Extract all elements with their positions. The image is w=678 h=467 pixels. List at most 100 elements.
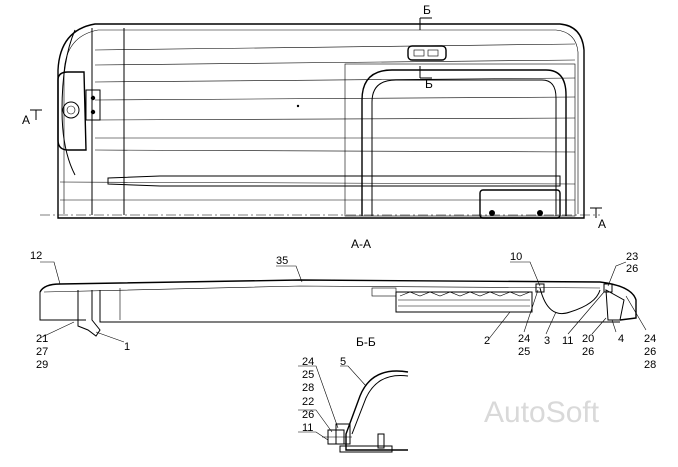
leader-10 bbox=[510, 261, 541, 287]
section-aa-title: А-А bbox=[351, 237, 371, 251]
bracket-tab-bb bbox=[377, 433, 385, 449]
section-b-mid-label: Б bbox=[425, 77, 433, 91]
marker-lamp-lens bbox=[66, 105, 76, 115]
panel-line-7 bbox=[94, 149, 576, 153]
side-moulding bbox=[107, 175, 561, 187]
roof-inner-bb bbox=[351, 374, 409, 435]
lamp-bracket bbox=[85, 89, 101, 121]
callout-23: 23 bbox=[626, 251, 638, 263]
callout-11a: 11 bbox=[562, 335, 573, 347]
callout-24a: 24 bbox=[518, 333, 530, 345]
panel-line-8 bbox=[59, 181, 576, 185]
callout-26d: 26 bbox=[302, 409, 314, 421]
bracket-bolt-2 bbox=[90, 109, 96, 115]
roof-section-bottom bbox=[99, 290, 620, 323]
rear-clamp bbox=[603, 283, 613, 293]
callout-4: 4 bbox=[618, 333, 624, 345]
front-bracket bbox=[77, 290, 101, 337]
leader-1 bbox=[95, 331, 125, 343]
roof-section-top bbox=[39, 279, 637, 321]
callout-1: 1 bbox=[124, 341, 130, 353]
duct-connector bbox=[371, 287, 397, 297]
callout-11b: 11 bbox=[302, 422, 313, 434]
nut-stack-bb bbox=[335, 423, 351, 445]
callout-2: 2 bbox=[484, 335, 490, 347]
leader-20 bbox=[591, 317, 607, 335]
roof-vent-slot-1 bbox=[413, 49, 425, 57]
watermark: AutoSoft bbox=[484, 396, 600, 429]
section-a-left-label: А bbox=[22, 113, 30, 127]
hatch-bolt-2 bbox=[537, 210, 543, 216]
callout-25b: 25 bbox=[302, 369, 314, 381]
panel-line-5 bbox=[94, 117, 576, 121]
callout-20: 20 bbox=[582, 333, 594, 345]
callout-3: 3 bbox=[544, 335, 550, 347]
callout-28a: 28 bbox=[644, 359, 656, 371]
top-view bbox=[30, 17, 602, 219]
leader-35 bbox=[276, 265, 303, 283]
insulation-hatch bbox=[399, 291, 531, 297]
leader-22 bbox=[298, 409, 333, 433]
bracket-plate-bb bbox=[339, 445, 393, 453]
callout-35: 35 bbox=[276, 255, 288, 267]
door-opening bbox=[361, 69, 567, 216]
callout-25a: 25 bbox=[518, 346, 530, 358]
callout-28b: 28 bbox=[302, 382, 314, 394]
leader-24c bbox=[298, 365, 339, 429]
leader-11a bbox=[567, 291, 605, 335]
callout-26c: 26 bbox=[644, 346, 656, 358]
service-hatch bbox=[479, 189, 561, 219]
callout-24b: 24 bbox=[644, 333, 656, 345]
hatch-bolt-1 bbox=[489, 210, 495, 216]
leader-11b bbox=[298, 431, 329, 441]
marker-lamp bbox=[62, 101, 80, 119]
roof-vent bbox=[407, 45, 447, 61]
leader-3 bbox=[545, 311, 557, 335]
callout-24c: 24 bbox=[302, 356, 314, 368]
callout-27: 27 bbox=[36, 346, 48, 358]
callout-12: 12 bbox=[30, 250, 42, 262]
leader-24a bbox=[523, 289, 539, 333]
roof-section-front bbox=[39, 292, 86, 321]
leader-24b bbox=[625, 295, 647, 331]
front-panel-curve bbox=[61, 29, 76, 176]
leader-23 bbox=[607, 261, 627, 287]
leader-2 bbox=[487, 311, 511, 341]
callout-22: 22 bbox=[302, 396, 314, 408]
roof-section-inner bbox=[43, 285, 601, 293]
callout-26b: 26 bbox=[582, 346, 594, 358]
leader-4 bbox=[611, 319, 617, 333]
rear-bracket bbox=[605, 289, 625, 321]
callout-5: 5 bbox=[340, 356, 346, 368]
door-opening-inner bbox=[371, 79, 557, 216]
roof-outline bbox=[57, 23, 585, 219]
callout-26a: 26 bbox=[626, 263, 638, 275]
center-mark bbox=[296, 104, 300, 108]
panel-line-2 bbox=[94, 59, 576, 66]
door-frame-outer bbox=[344, 63, 576, 217]
roof-skin-bb bbox=[345, 370, 409, 451]
section-b-top-label: Б bbox=[423, 3, 431, 17]
panel-line-4 bbox=[94, 96, 576, 101]
roof-vent-slot-2 bbox=[427, 49, 439, 57]
section-aa-view bbox=[39, 261, 647, 343]
callout-29: 29 bbox=[36, 359, 48, 371]
leader-12 bbox=[40, 261, 61, 285]
callout-10: 10 bbox=[510, 251, 522, 263]
panel-line-1 bbox=[94, 43, 576, 51]
marker-lamp-housing bbox=[57, 71, 87, 151]
leader-21 bbox=[39, 321, 75, 339]
bracket-bolt-1 bbox=[90, 95, 96, 101]
leader-5 bbox=[340, 365, 367, 387]
section-bb-title: Б-Б bbox=[356, 335, 376, 349]
insulation-lines bbox=[398, 299, 530, 307]
section-a-right-label: А bbox=[598, 217, 606, 231]
panel-line-3 bbox=[94, 77, 576, 83]
section-bb-view bbox=[298, 365, 409, 453]
hose-loop bbox=[539, 287, 601, 314]
front-clamp bbox=[535, 283, 545, 293]
insulation-panel bbox=[395, 291, 533, 313]
callout-21: 21 bbox=[36, 333, 48, 345]
